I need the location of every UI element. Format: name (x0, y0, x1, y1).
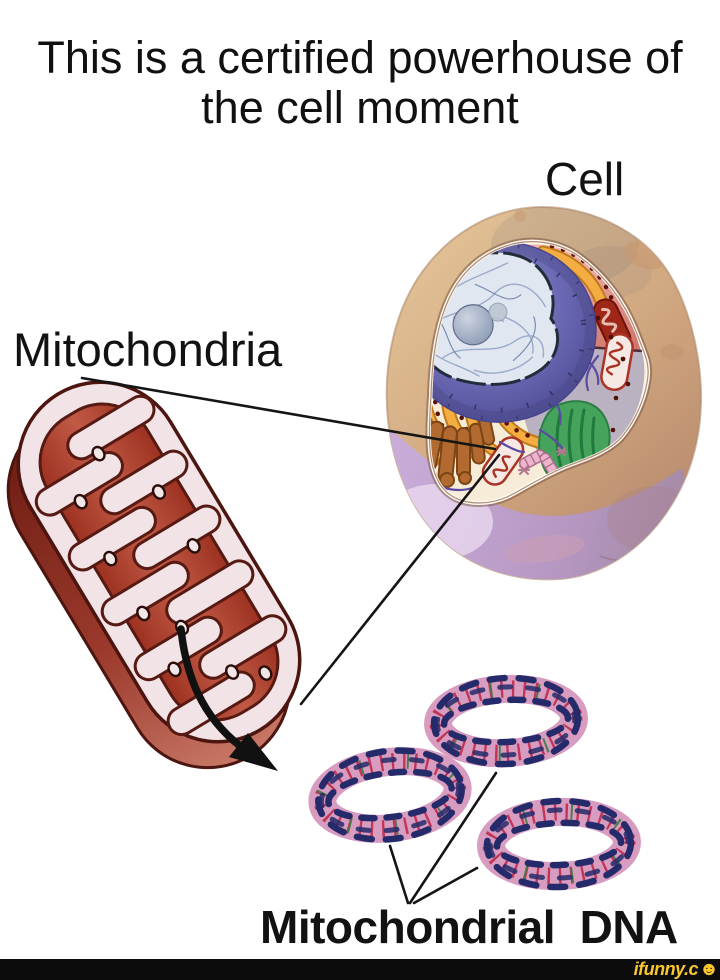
dna-plasmid-top (424, 674, 588, 768)
ifunny-watermark-bar: ifunny.c ☻ (0, 959, 720, 980)
caption-line-2: the cell moment (201, 82, 519, 133)
mitochondrion-illustration (6, 380, 302, 770)
arrowhead (229, 733, 278, 771)
mitochondria-label: Mitochondria (13, 323, 283, 376)
dna-plasmid-right (477, 797, 641, 891)
mitochondria-label-line (80, 376, 497, 451)
dna-label-line-left (388, 844, 410, 905)
dna-label-line-top (408, 771, 498, 905)
cell-to-mitochondrion-line (299, 453, 501, 706)
mitochondrial-dna-label: Mitochondrial DNA (260, 901, 678, 953)
meme-caption: This is a certified powerhouse of the ce… (0, 33, 720, 133)
cell-label: Cell (545, 153, 625, 205)
cristae (34, 394, 288, 737)
mitochondrion-in-cell-light (600, 332, 634, 392)
pointer-lines (80, 376, 501, 905)
granules (73, 445, 273, 681)
cell-illustration (385, 205, 703, 581)
mitochondrial-dna-rings (308, 674, 641, 891)
ifunny-logo-text: ifunny.c (633, 959, 699, 979)
dna-plasmid-left (308, 747, 472, 843)
mitochondrion-to-dna-arrow (177, 625, 278, 771)
ifunny-smiley-icon: ☻ (699, 959, 719, 980)
dna-label-line-right (412, 866, 479, 905)
caption-line-1: This is a certified powerhouse of (37, 32, 683, 83)
nucleolus (452, 304, 494, 346)
